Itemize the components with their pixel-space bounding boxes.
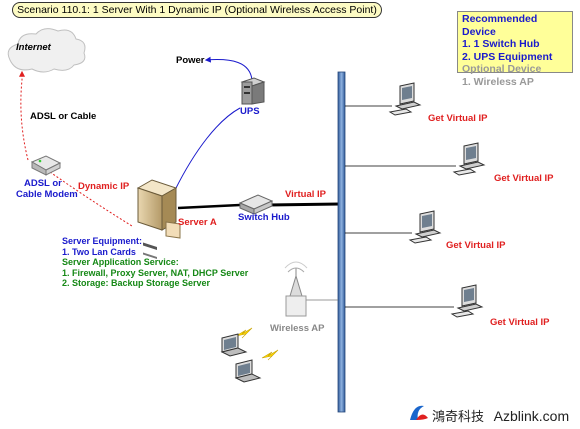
switch-hub-label: Switch Hub [238, 212, 290, 223]
dynamic-ip-label: Dynamic IP [78, 181, 130, 192]
server-switch-link [177, 203, 241, 210]
modem-server-link [49, 171, 133, 227]
brand-logo-icon [410, 405, 428, 420]
switch-hub-icon [238, 194, 274, 215]
equipment-item: 1. Two Lan Cards [62, 246, 136, 257]
client-pc-icon [388, 82, 422, 116]
service-item: 2. Storage: Backup Storage Server [62, 278, 211, 288]
equipment-heading: Server Equipment: [62, 236, 143, 246]
laptop-icon [220, 333, 248, 357]
scenario-title: Scenario 110.1: 1 Server With 1 Dynamic … [12, 2, 382, 18]
client-label: Get Virtual IP [428, 113, 488, 124]
internet-cloud-icon [7, 28, 86, 73]
service-heading: Server Application Service: [62, 257, 179, 267]
client-pc-icon [452, 142, 486, 176]
recommended-device-panel: Recommended Device 1. 1 Switch Hub 2. UP… [457, 11, 573, 88]
brand-chinese: 鴻奇科技 [432, 410, 485, 425]
laptop-icon [234, 359, 262, 383]
client-pc-icon [408, 210, 442, 244]
wireless-signal-icon [261, 349, 279, 361]
modem-label-line2: Cable Modem [16, 189, 78, 200]
brand-site: Azblink.com [493, 408, 570, 424]
adsl-cable-label: ADSL or Cable [30, 111, 97, 122]
wireless-signal-icon [235, 327, 253, 339]
recommended-item: 2. UPS Equipment [462, 50, 553, 63]
brand-footer: 鴻奇科技 Azblink.com [432, 406, 569, 425]
client-label: Get Virtual IP [494, 173, 554, 184]
client-label: Get Virtual IP [490, 317, 550, 328]
adsl-modem-icon [30, 155, 62, 176]
optional-item: 1. Wireless AP [462, 75, 534, 88]
wireless-ap-label: Wireless AP [270, 323, 325, 334]
switch-backbone-link [267, 202, 341, 207]
internet-label: Internet [16, 42, 51, 53]
server-equipment-notes: Server Equipment: 1. Two Lan Cards Serve… [62, 236, 248, 289]
network-backbone [337, 71, 346, 413]
modem-label-line1: ADSL or [24, 178, 62, 189]
ups-icon [240, 77, 266, 105]
optional-heading: Optional Device [462, 63, 542, 75]
client-label: Get Virtual IP [446, 240, 506, 251]
server-icon [136, 179, 181, 260]
server-label: Server A [178, 217, 217, 228]
recommended-item: 1. 1 Switch Hub [462, 38, 540, 50]
power-cable [204, 56, 253, 81]
wireless-ap-icon [284, 261, 308, 317]
ups-label: UPS [240, 106, 260, 117]
service-item: 1. Firewall, Proxy Server, NAT, DHCP Ser… [62, 267, 249, 278]
server-ups-cable [174, 107, 241, 191]
internet-link [19, 70, 29, 161]
recommended-heading: Recommended Device [462, 13, 538, 38]
client-pc-icon [450, 284, 484, 318]
power-label: Power [176, 55, 205, 66]
virtual-ip-label: Virtual IP [285, 189, 327, 200]
